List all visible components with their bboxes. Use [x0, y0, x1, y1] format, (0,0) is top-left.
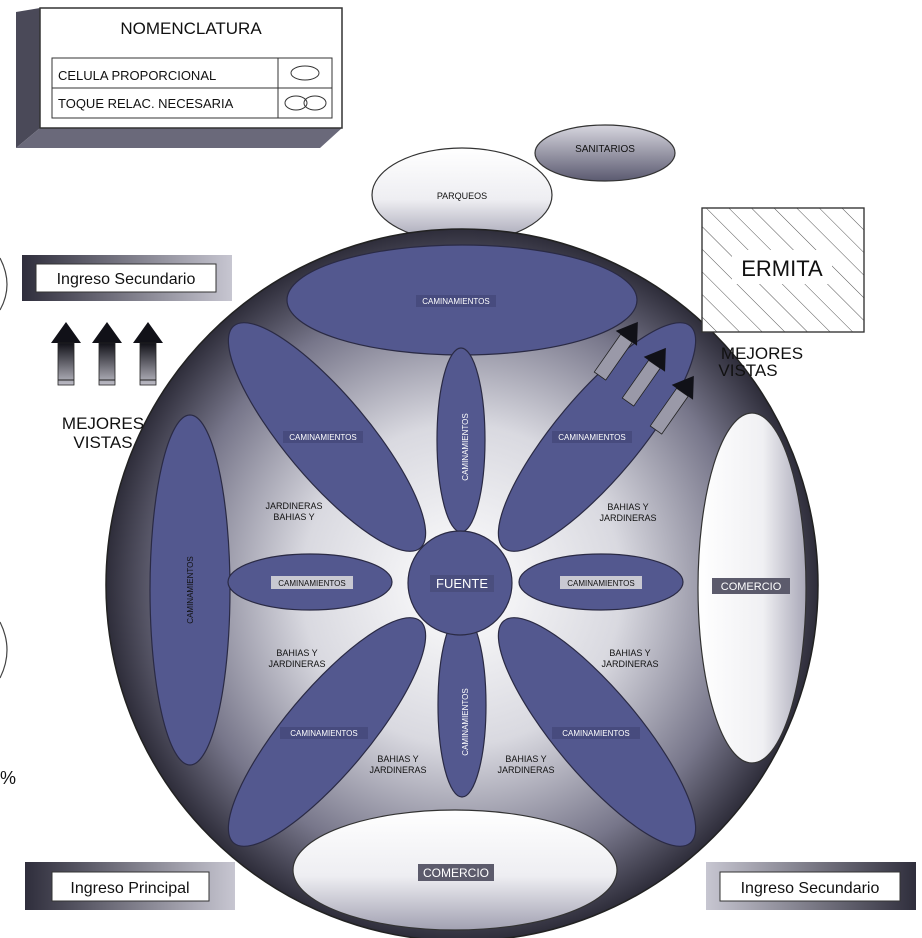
best-views-label: MEJORES — [721, 344, 803, 363]
garden-label: JARDINERAS — [369, 765, 426, 775]
garden-label: BAHIAS Y — [607, 502, 648, 512]
adjacent-shape-edge — [0, 257, 8, 311]
caminamientos-label: CAMINAMIENTOS — [562, 729, 629, 738]
single-ellipse-icon — [290, 65, 320, 81]
garden-label: JARDINERAS — [601, 659, 658, 669]
legend-box-bottom — [16, 128, 342, 148]
legend: NOMENCLATURA CELULA PROPORCIONAL TOQUE R… — [16, 7, 343, 148]
comercio-bottom-cell: COMERCIO — [292, 809, 618, 931]
garden-label: BAHIAS Y — [609, 648, 650, 658]
garden-label: BAHIAS Y — [276, 648, 317, 658]
ermita-block: ERMITA — [701, 207, 865, 333]
best-views-label: VISTAS — [718, 361, 777, 380]
diagonal-arrow-icon — [649, 375, 694, 435]
best-views-label: MEJORES — [62, 414, 144, 433]
entrance-bottom-right: Ingreso Secundario — [706, 862, 916, 910]
legend-box — [39, 7, 343, 129]
caminamientos-label: CAMINAMIENTOS — [186, 556, 195, 623]
entrance-top-left: Ingreso Secundario — [22, 255, 232, 301]
double-ellipse-icon — [284, 95, 327, 111]
garden-label: BAHIAS Y — [505, 754, 546, 764]
garden-labels: JARDINERAS BAHIAS Y BAHIAS Y JARDINERAS … — [265, 501, 658, 775]
entrance-bottom-left: Ingreso Principal — [25, 862, 235, 910]
comercio-right-cell: COMERCIO — [697, 412, 807, 764]
up-arrow-icon — [92, 322, 122, 386]
caminamientos-left — [149, 414, 231, 766]
up-arrow-icon — [133, 322, 163, 386]
caminamientos-label: CAMINAMIENTOS — [461, 688, 470, 755]
garden-label: BAHIAS Y — [273, 512, 314, 522]
caminamientos-label: CAMINAMIENTOS — [461, 413, 470, 480]
caminamientos-labels: CAMINAMIENTOS CAMINAMIENTOS CAMINAMIENTO… — [186, 295, 642, 756]
fuente-cell: FUENTE — [407, 530, 513, 636]
parqueos-label: PARQUEOS — [437, 191, 487, 201]
adjacent-shape-edge — [0, 621, 8, 679]
parqueos-cell: PARQUEOS — [371, 147, 553, 243]
up-arrow-icon — [51, 322, 81, 386]
edge-fragment-text: % — [0, 768, 16, 788]
garden-label: BAHIAS Y — [377, 754, 418, 764]
comercio-bottom-label: COMERCIO — [423, 866, 489, 880]
entrance-label: Ingreso Secundario — [741, 880, 880, 897]
diagonal-arrow-icon — [593, 321, 638, 381]
caminamientos-label: CAMINAMIENTOS — [290, 729, 357, 738]
best-views-arrows-left: MEJORES VISTAS — [51, 322, 163, 452]
legend-row-label: CELULA PROPORCIONAL — [58, 68, 216, 83]
caminamientos-label: CAMINAMIENTOS — [289, 433, 356, 442]
caminamientos-label: CAMINAMIENTOS — [567, 579, 634, 588]
caminamientos-label: CAMINAMIENTOS — [558, 433, 625, 442]
entrance-label: Ingreso Secundario — [57, 271, 196, 288]
entrance-label: Ingreso Principal — [70, 880, 189, 897]
diagonal-arrow-icon — [621, 347, 666, 407]
garden-label: JARDINERAS — [497, 765, 554, 775]
ermita-label: ERMITA — [741, 256, 823, 281]
garden-label: JARDINERAS — [599, 513, 656, 523]
sanitarios-label: SANITARIOS — [575, 144, 635, 155]
best-views-arrows-right: MEJORES VISTAS — [593, 321, 803, 435]
legend-box-side — [16, 8, 40, 148]
caminamientos-label: CAMINAMIENTOS — [278, 579, 345, 588]
best-views-label: VISTAS — [73, 433, 132, 452]
fuente-label: FUENTE — [436, 576, 488, 591]
garden-label: JARDINERAS — [265, 501, 322, 511]
comercio-right-label: COMERCIO — [721, 581, 782, 593]
sanitarios-servicios-cell: SANITARIOS — [534, 124, 676, 182]
garden-label: JARDINERAS — [268, 659, 325, 669]
legend-title: NOMENCLATURA — [120, 19, 262, 38]
legend-row-label: TOQUE RELAC. NECESARIA — [58, 96, 234, 111]
caminamientos-label: CAMINAMIENTOS — [422, 297, 489, 306]
